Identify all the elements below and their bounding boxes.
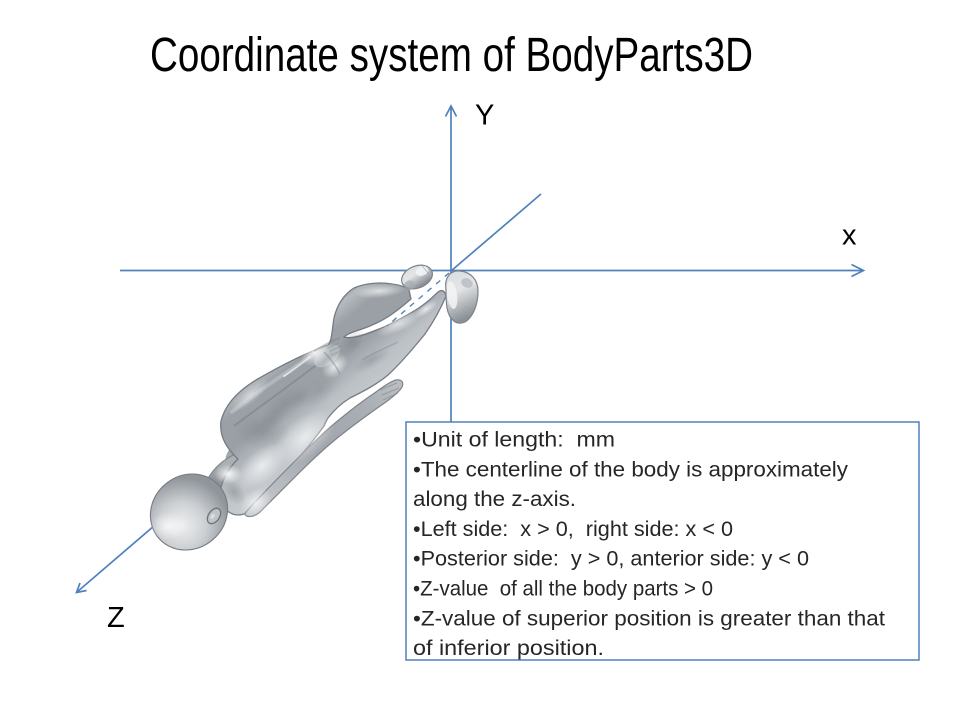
svg-text:x: x [842, 220, 857, 252]
svg-text:along the z-axis.: along the z-axis. [413, 487, 576, 511]
svg-text:•Z-value of all the body part: •Z-value of all the body parts > 0 [413, 577, 713, 601]
svg-text:•The centerline of the body is: •The centerline of the body is approxima… [413, 457, 848, 481]
svg-text:•Posterior side: y > 0, anter: •Posterior side: y > 0, anterior side: y… [413, 547, 809, 571]
svg-text:•Z-value of superior position: •Z-value of superior position is greater… [413, 606, 885, 630]
svg-text:Y: Y [475, 100, 494, 132]
svg-text:Z: Z [107, 602, 125, 634]
svg-text:of inferior position.: of inferior position. [413, 636, 604, 660]
svg-text:Coordinate system of BodyParts: Coordinate system of BodyParts3D [150, 28, 753, 82]
svg-text:•Unit of length: mm: •Unit of length: mm [413, 428, 615, 452]
svg-text:•Left side: x > 0, right sid: •Left side: x > 0, right side: x < 0 [413, 517, 733, 541]
